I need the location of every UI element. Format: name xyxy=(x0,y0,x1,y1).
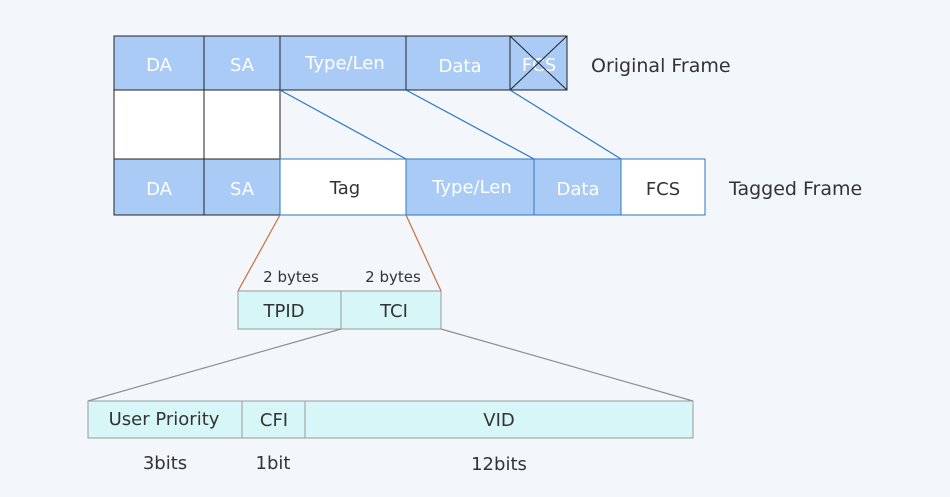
tci-detail: User Priority CFI VID 3bits 1bit 12bits xyxy=(87,400,694,475)
user-priority-label: User Priority xyxy=(109,409,220,430)
tag-expand-line-right xyxy=(405,214,442,292)
vid-size-label: 12bits xyxy=(471,454,527,475)
original-fcs-label: FCS xyxy=(522,55,556,76)
tagged-tag-label: Tag xyxy=(329,178,360,199)
tagged-data-cell xyxy=(533,158,622,216)
user-priority-cell xyxy=(87,400,243,439)
original-data-label: Data xyxy=(439,56,482,77)
tpid-label: TPID xyxy=(262,301,304,322)
shift-line-data xyxy=(405,89,535,160)
original-da-label: DA xyxy=(146,55,173,76)
original-sa-cell xyxy=(203,35,281,91)
cfi-label: CFI xyxy=(260,410,288,431)
tagged-frame: DA SA Tag Type/Len Data FCS Tagged Frame xyxy=(113,158,862,216)
tagged-fcs-cell xyxy=(620,158,706,216)
shift-line-typelen xyxy=(279,89,407,160)
original-sa-label: SA xyxy=(230,55,255,76)
tci-size-label: 2 bytes xyxy=(365,268,421,286)
tci-cell xyxy=(340,290,442,330)
tpid-size-label: 2 bytes xyxy=(263,268,319,286)
tagged-sa-label: SA xyxy=(230,179,255,200)
tci-expand-line-right xyxy=(440,328,694,402)
tagged-frame-label: Tagged Frame xyxy=(728,178,862,200)
fcs-strike-line-2 xyxy=(509,35,568,91)
original-typelen-label: Type/Len xyxy=(304,53,385,74)
vid-cell xyxy=(304,400,694,439)
original-data-cell xyxy=(405,35,511,91)
tagged-da-label: DA xyxy=(146,179,173,200)
da-connector-box xyxy=(113,89,205,160)
tci-label: TCI xyxy=(379,301,408,322)
tagged-data-label: Data xyxy=(557,179,600,200)
tag-expand-line-left xyxy=(237,214,281,292)
original-frame: DA SA Type/Len Data FCS Original Frame xyxy=(113,35,731,91)
tagged-tag-cell xyxy=(279,158,407,216)
vid-label: VID xyxy=(483,410,514,431)
tagged-sa-cell xyxy=(203,158,281,216)
sa-connector-box xyxy=(203,89,281,160)
tagged-typelen-cell xyxy=(405,158,535,216)
tci-expand-line-left xyxy=(87,328,342,402)
cfi-size-label: 1bit xyxy=(256,453,291,474)
original-typelen-cell xyxy=(279,35,407,91)
tagged-typelen-label: Type/Len xyxy=(431,177,512,198)
tagged-fcs-label: FCS xyxy=(646,179,680,200)
tpid-cell xyxy=(237,290,342,330)
original-frame-label: Original Frame xyxy=(591,55,731,77)
original-da-cell xyxy=(113,35,205,91)
tag-detail: 2 bytes 2 bytes TPID TCI xyxy=(237,268,442,330)
shift-line-fcs xyxy=(509,89,622,160)
user-priority-size-label: 3bits xyxy=(143,453,187,474)
